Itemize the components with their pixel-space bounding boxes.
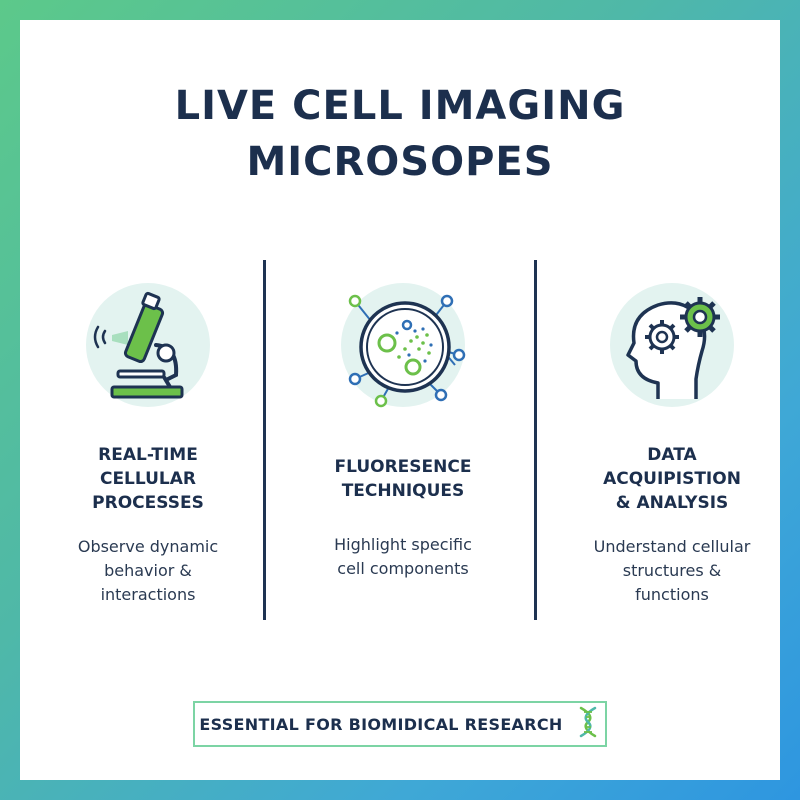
title-line-1: LIVE CELL IMAGING (174, 83, 626, 129)
head-gears-icon (602, 275, 742, 415)
fluorescent-cell-icon (333, 275, 473, 415)
description-line: Understand cellular (593, 537, 751, 556)
feature-description: Observe dynamic behavior & interactions (28, 535, 268, 607)
footer-banner: ESSENTIAL FOR BIOMIDICAL RESEARCH (193, 701, 607, 747)
heading-line: & ANALYSIS (615, 493, 729, 513)
feature-description: Highlight specific cell components (283, 533, 523, 581)
title-line-2: MICROSOPES (246, 139, 554, 185)
description-line: behavior & (104, 561, 192, 580)
footer-label: ESSENTIAL FOR BIOMIDICAL RESEARCH (199, 714, 563, 734)
microscope-icon (78, 275, 218, 415)
infographic-card: LIVE CELL IMAGING MICROSOPES (20, 20, 780, 780)
page-title: LIVE CELL IMAGING MICROSOPES (20, 78, 780, 190)
heading-line: DATA (647, 445, 697, 465)
dna-icon (575, 706, 601, 743)
feature-description: Understand cellular structures & functio… (552, 535, 792, 607)
feature-column-realtime: REAL-TIME CELLULAR PROCESSES Observe dyn… (28, 275, 268, 607)
feature-heading: DATA ACQUIPISTION & ANALYSIS (552, 443, 792, 515)
description-line: structures & (622, 561, 722, 580)
heading-line: ACQUIPISTION (603, 469, 741, 489)
heading-line: REAL-TIME (98, 445, 198, 465)
description-line: cell components (337, 559, 469, 578)
column-divider-right (534, 260, 537, 620)
feature-heading: FLUORESENCE TECHNIQUES (283, 455, 523, 503)
feature-column-data: DATA ACQUIPISTION & ANALYSIS Understand … (552, 275, 792, 607)
description-line: functions (635, 585, 709, 604)
heading-line: FLUORESENCE (334, 457, 472, 477)
feature-column-fluorescence: FLUORESENCE TECHNIQUES Highlight specifi… (283, 275, 523, 581)
column-divider-left (263, 260, 266, 620)
heading-line: TECHNIQUES (341, 481, 465, 501)
heading-line: CELLULAR (99, 469, 197, 489)
description-line: interactions (100, 585, 196, 604)
heading-line: PROCESSES (92, 493, 204, 513)
feature-heading: REAL-TIME CELLULAR PROCESSES (28, 443, 268, 515)
description-line: Highlight specific (334, 535, 472, 554)
description-line: Observe dynamic (77, 537, 219, 556)
